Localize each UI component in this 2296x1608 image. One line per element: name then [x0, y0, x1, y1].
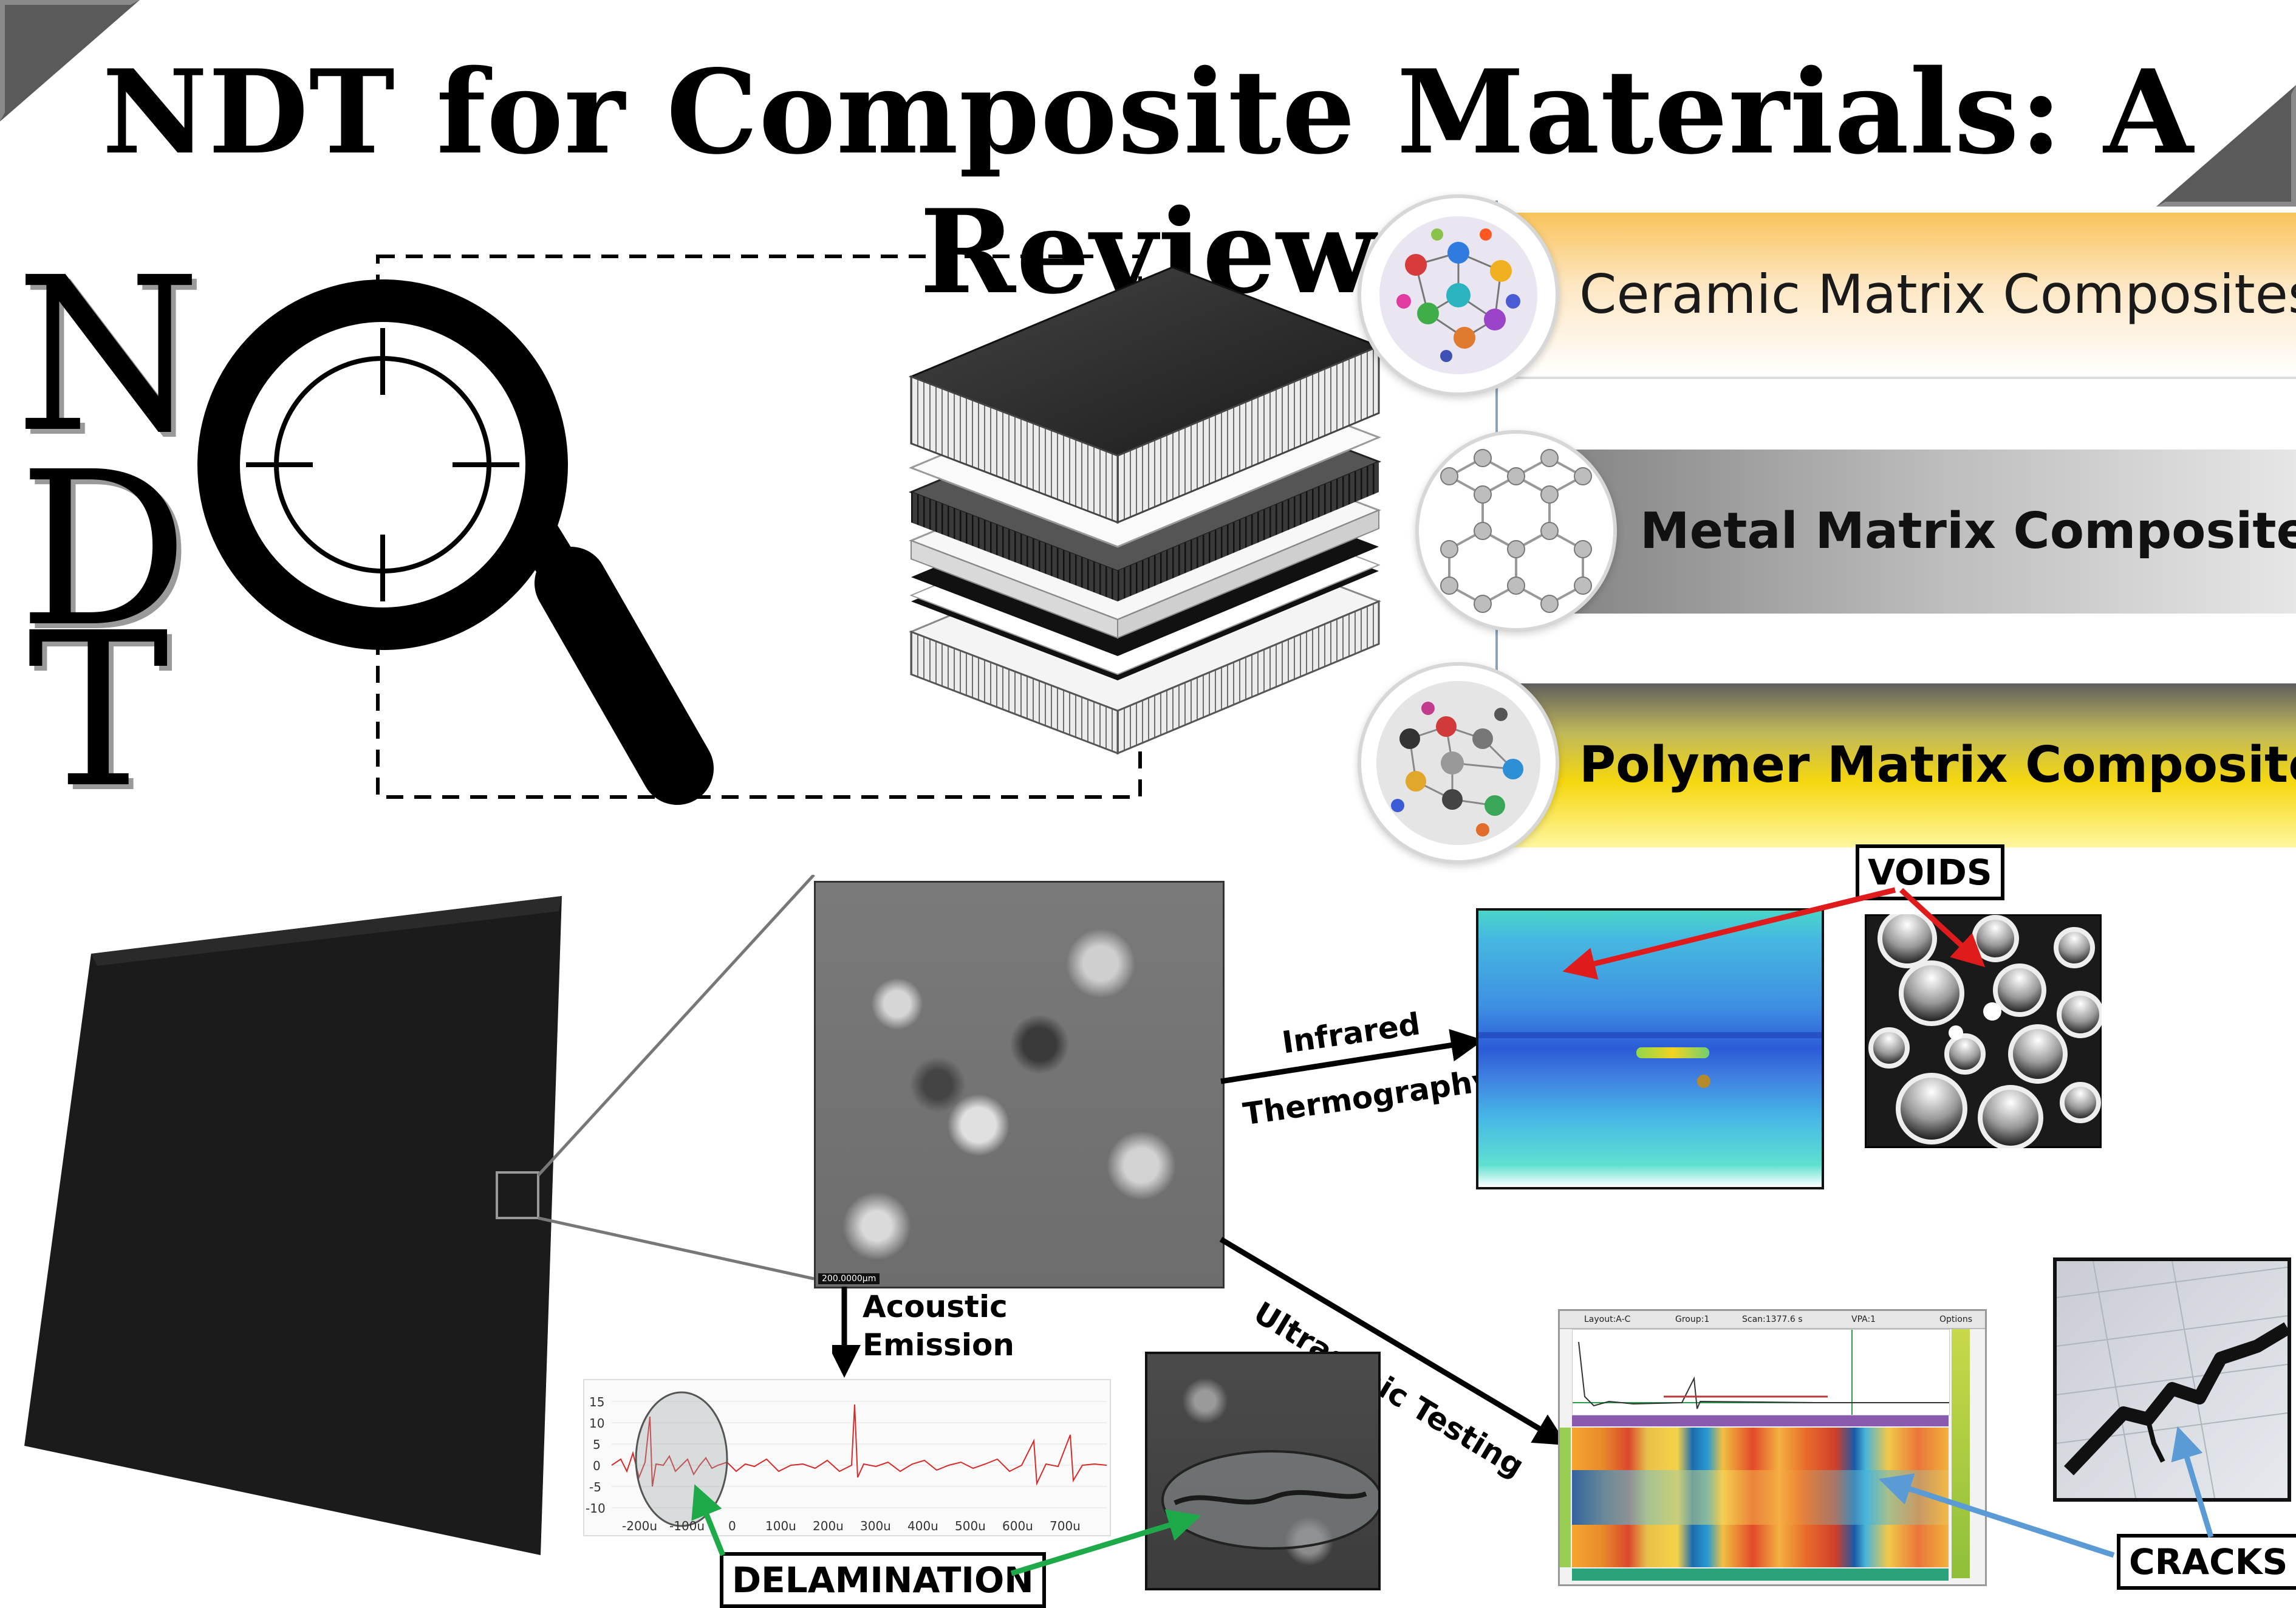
ut-scale-bar-bottom	[1572, 1569, 1949, 1581]
ut-side-bar-left	[1560, 1428, 1571, 1567]
ceramic-molecule-image	[1358, 194, 1559, 396]
ut-side-bar-right	[1952, 1329, 1970, 1578]
delamination-image	[1145, 1352, 1381, 1590]
logo-letter-n: N	[15, 231, 202, 479]
acoustic-label-line1: Acoustic	[863, 1289, 1008, 1324]
cracks-label: CRACKS	[2117, 1534, 2296, 1590]
page-title: NDT for Composite Materials: A Review	[102, 44, 2194, 320]
voids-label: VOIDS	[1856, 844, 2004, 900]
ut-header-scan: Scan:1377.6 s	[1742, 1315, 1803, 1324]
metal-lattice-image	[1415, 430, 1617, 632]
logo-letter-t: T	[27, 587, 169, 835]
corner-decoration-bottom-right	[2156, 85, 2296, 207]
scale-bar-label: 200.0000µm	[818, 1273, 880, 1284]
ut-cscan-map	[1572, 1428, 1949, 1567]
polymer-label: Polymer Matrix Composites	[1579, 736, 2296, 794]
ut-header-layout: Layout:A-C	[1584, 1315, 1631, 1324]
acoustic-label-line2: Emission	[863, 1327, 1014, 1363]
cracks-image	[2053, 1257, 2291, 1502]
ultrasonic-scan-screen: Layout:A-C Group:1 Scan:1377.6 s VPA:1 O…	[1558, 1309, 1987, 1586]
ut-ascan-panel	[1572, 1329, 1950, 1415]
cracks-arrows	[1878, 1426, 2214, 1558]
composite-panel-photo	[24, 875, 815, 1555]
metal-bar: Metal Matrix Composites	[1506, 450, 2296, 614]
corner-decoration-top-left	[0, 0, 140, 121]
ut-scale-bar-top	[1572, 1415, 1949, 1426]
crosshair-target-icon	[246, 328, 519, 601]
ceramic-bar: Ceramic Matrix Composites	[1476, 213, 2296, 379]
zoom-region-box	[496, 1171, 539, 1219]
ut-header-options: Options	[1939, 1315, 1973, 1324]
voids-arrows	[1562, 887, 1986, 980]
thermography-image	[1476, 908, 1824, 1189]
ut-header-vpa: VPA:1	[1851, 1315, 1876, 1324]
method-arrows	[832, 1028, 1568, 1446]
logo-letter-d: D	[18, 426, 189, 674]
metal-label: Metal Matrix Composites	[1640, 502, 2296, 560]
magnifier-search-icon	[197, 255, 1142, 805]
ut-header-bar: Layout:A-C Group:1 Scan:1377.6 s VPA:1 O…	[1560, 1311, 1985, 1329]
delamination-arrows	[691, 1484, 1201, 1576]
composite-layer-stack-illustration	[908, 266, 1382, 755]
ut-header-group: Group:1	[1675, 1315, 1710, 1324]
ae-signal-chart: 15 10 5 0 -5 -10 -200u -100u 0 100u 200u…	[583, 1379, 1111, 1536]
delamination-label: DELAMINATION	[720, 1552, 1046, 1608]
ceramic-label: Ceramic Matrix Composites	[1579, 263, 2296, 326]
polymer-molecule-image	[1358, 662, 1559, 864]
micrograph-image: 200.0000µm	[814, 881, 1225, 1288]
polymer-bar: Polymer Matrix Composites	[1476, 683, 2296, 847]
